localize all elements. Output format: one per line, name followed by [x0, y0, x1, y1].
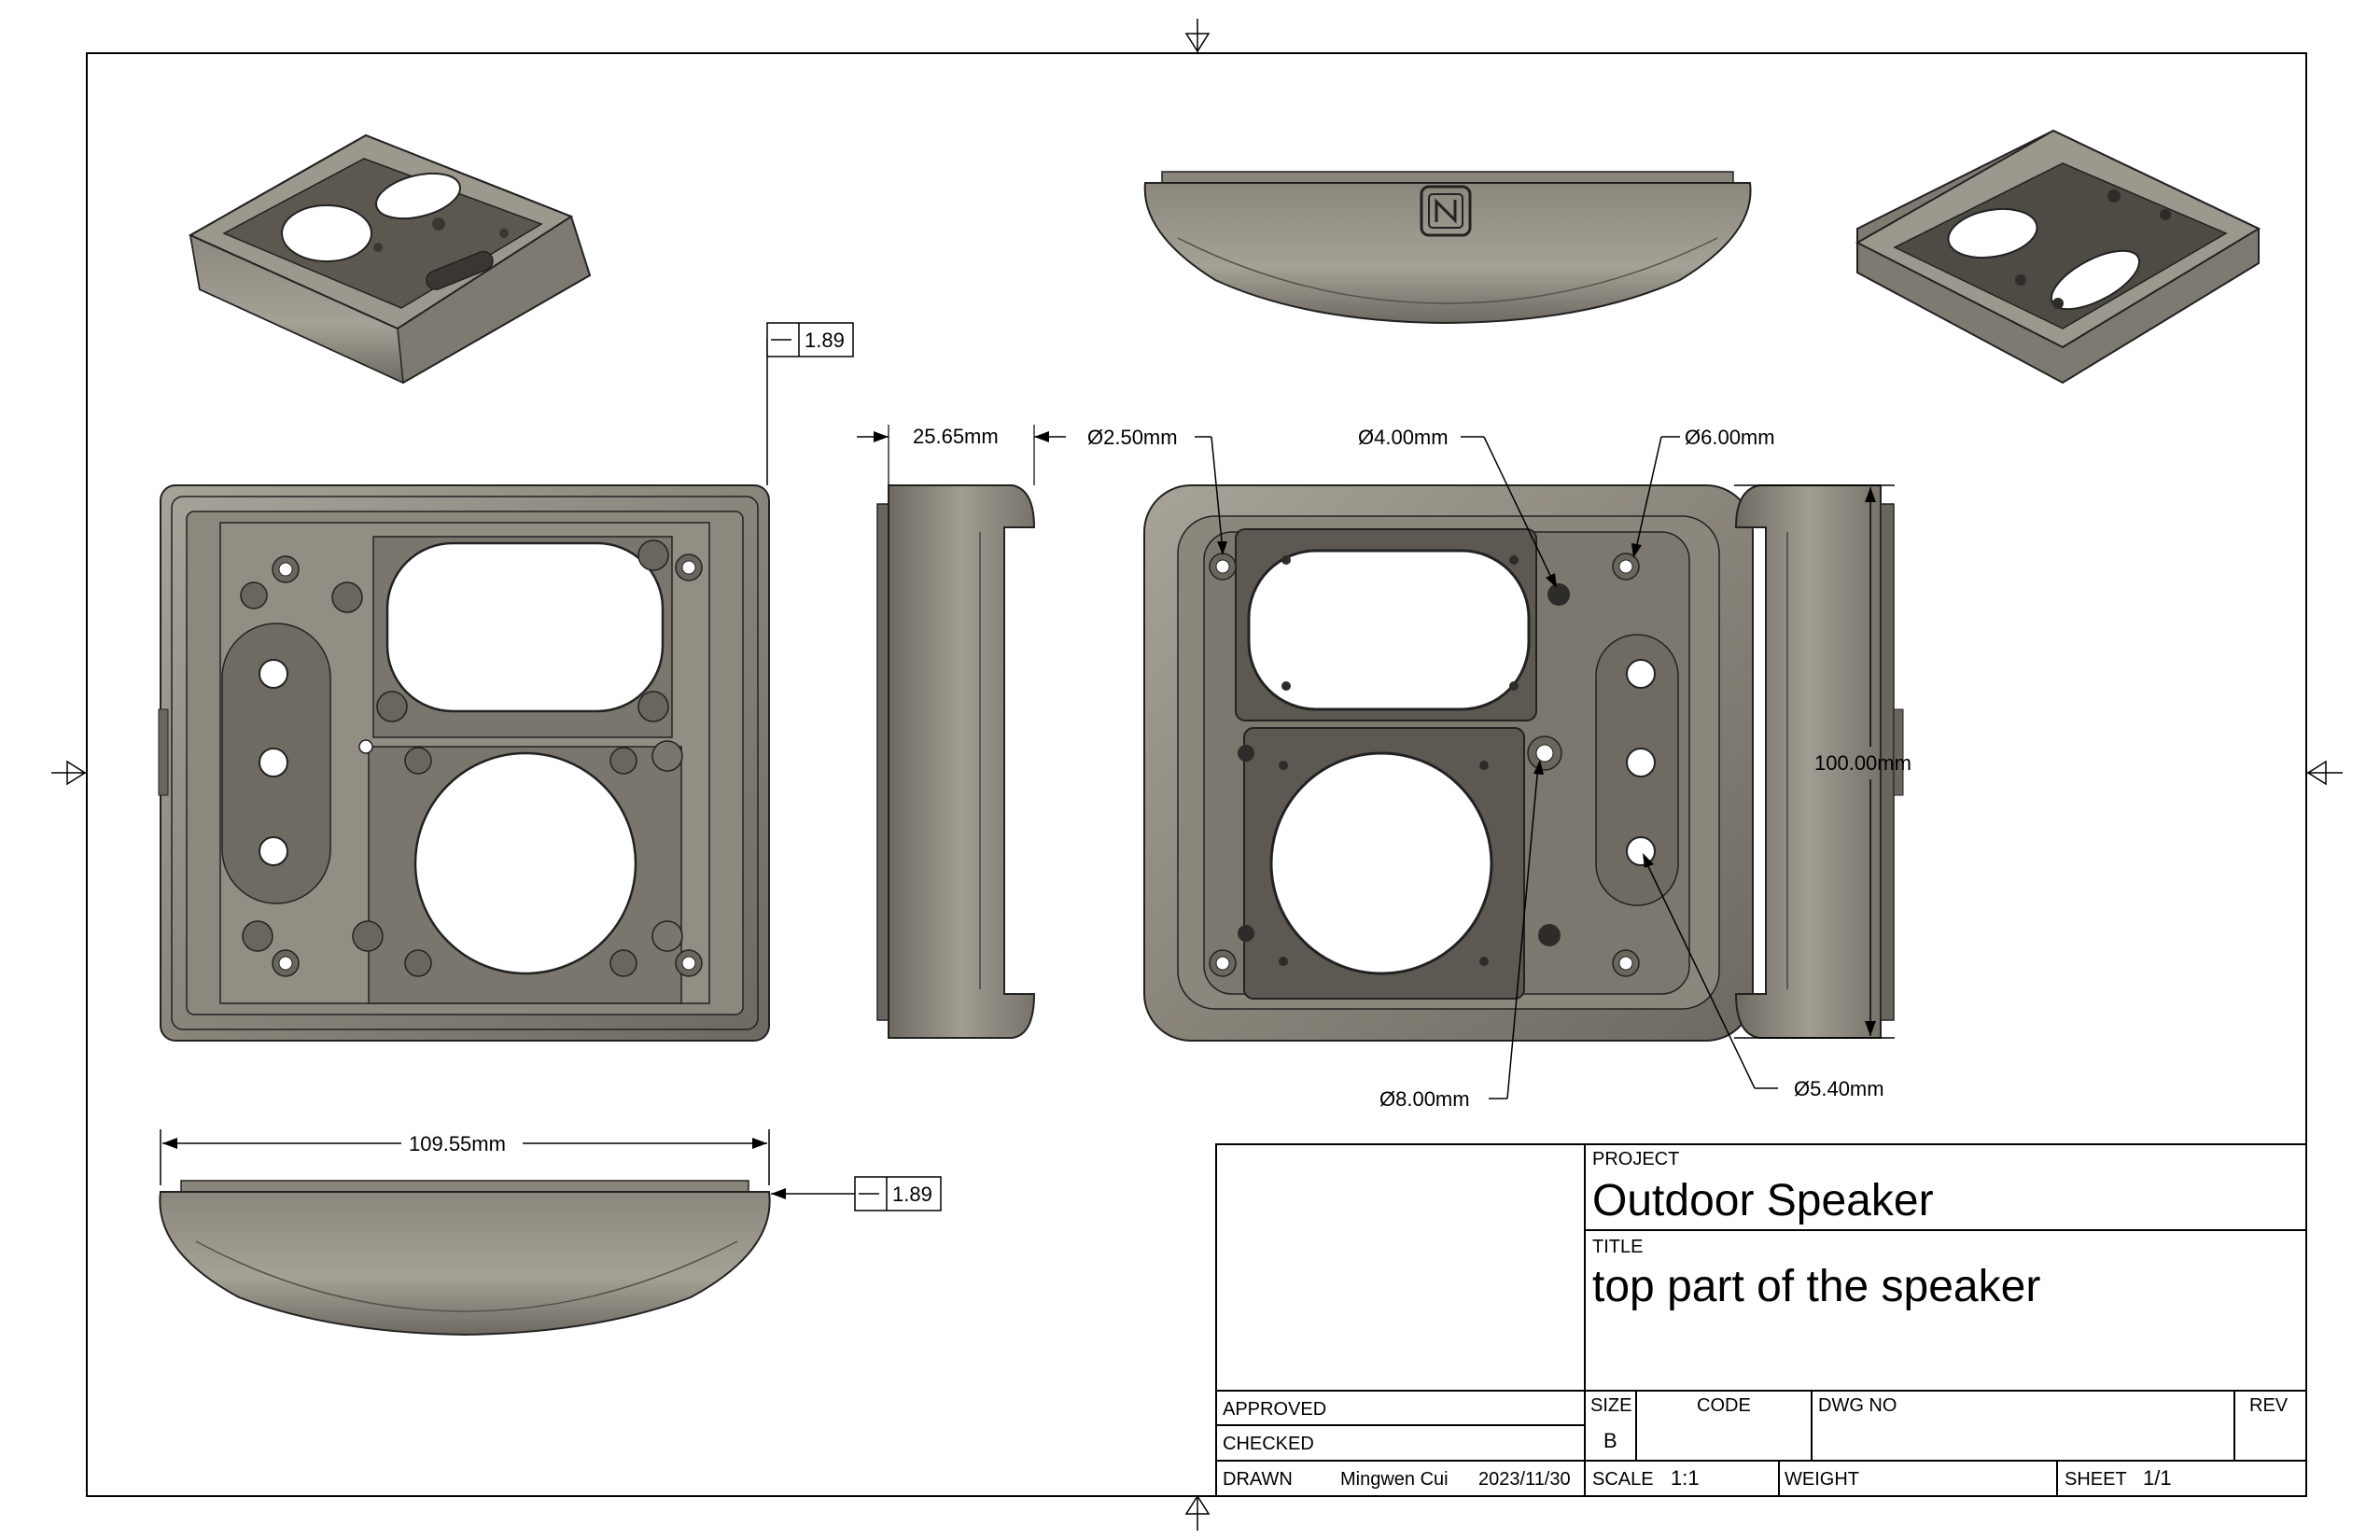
weight-label: WEIGHT — [1785, 1469, 1859, 1490]
dwg-no-label: DWG NO — [1818, 1395, 1897, 1416]
dim-width — [160, 1129, 770, 1185]
center-mark-bottom — [1184, 1494, 1211, 1531]
sheet-label: SHEET — [2065, 1469, 2127, 1490]
size-value: B — [1603, 1429, 1617, 1452]
title-block — [1215, 1143, 2307, 1497]
front-view-center — [1143, 484, 1754, 1042]
dim-hole-540-label: Ø5.40mm — [1794, 1077, 1884, 1100]
dim-hole-800-label: Ø8.00mm — [1379, 1087, 1470, 1111]
title-label: TITLE — [1592, 1237, 1643, 1257]
rev-label: REV — [2249, 1395, 2289, 1416]
side-view-center-left — [876, 484, 1036, 1039]
dim-thickness-top — [766, 322, 854, 485]
scale-label: SCALE — [1592, 1469, 1654, 1490]
center-mark-right — [2306, 760, 2343, 786]
dim-depth-label: 25.65mm — [913, 425, 999, 448]
dim-hole-250 — [1195, 436, 1224, 552]
project-name: Outdoor Speaker — [1592, 1176, 1934, 1225]
iso-view-top-left — [188, 133, 592, 385]
dim-thickness-top-label: 1.89 — [805, 329, 845, 352]
drawing-title: top part of the speaker — [1592, 1262, 2040, 1311]
center-mark-top — [1184, 19, 1211, 53]
dim-height-arrow-bottom — [1865, 1021, 1876, 1036]
code-label: CODE — [1697, 1395, 1751, 1416]
checked-label: CHECKED — [1223, 1434, 1314, 1454]
dim-thickness-bottom-label: 1.89 — [892, 1183, 932, 1206]
dim-hole-800-arrow — [1533, 760, 1544, 775]
iso-view-top-right — [1855, 129, 2261, 385]
back-view-left — [158, 484, 770, 1042]
dim-hole-540 — [1644, 858, 1778, 1089]
drawn-label: DRAWN — [1223, 1469, 1293, 1490]
sheet-border — [86, 52, 2307, 1497]
dim-hole-800 — [1489, 764, 1539, 1099]
approved-label: APPROVED — [1223, 1399, 1326, 1420]
dim-hole-600-arrow — [1631, 543, 1642, 558]
dim-depth — [857, 425, 1066, 485]
nfc-icon — [1420, 185, 1472, 237]
dim-hole-400-arrow — [1546, 573, 1557, 588]
dim-hole-400-label: Ø4.00mm — [1358, 426, 1449, 449]
dim-thickness-bottom — [771, 1176, 942, 1211]
drawn-date: 2023/11/30 — [1478, 1469, 1571, 1490]
dim-height-label: 100.00mm — [1814, 751, 1911, 775]
dim-width-arrow-right — [752, 1138, 767, 1149]
front-view-top-center — [1143, 171, 1752, 325]
dim-height-arrow-top — [1865, 487, 1876, 502]
dim-hole-600 — [1634, 436, 1680, 553]
dim-width-arrow-left — [162, 1138, 177, 1149]
drawn-by: Mingwen Cui — [1340, 1469, 1449, 1490]
dim-hole-540-arrow — [1643, 853, 1654, 868]
bottom-view-left — [159, 1180, 771, 1337]
dim-hole-250-label: Ø2.50mm — [1087, 426, 1178, 449]
project-label: PROJECT — [1592, 1149, 1679, 1169]
sheet-value: 1/1 — [2143, 1466, 2172, 1490]
dim-hole-600-label: Ø6.00mm — [1685, 426, 1775, 449]
dim-width-label: 109.55mm — [409, 1132, 506, 1155]
dim-height — [1734, 484, 1895, 1039]
scale-value: 1:1 — [1671, 1466, 1700, 1490]
size-label: SIZE — [1590, 1395, 1631, 1416]
dim-hole-250-arrow — [1217, 541, 1227, 555]
dim-thickness-bottom-arrow — [771, 1188, 786, 1199]
center-mark-left — [51, 760, 87, 786]
dim-hole-400 — [1461, 436, 1555, 584]
